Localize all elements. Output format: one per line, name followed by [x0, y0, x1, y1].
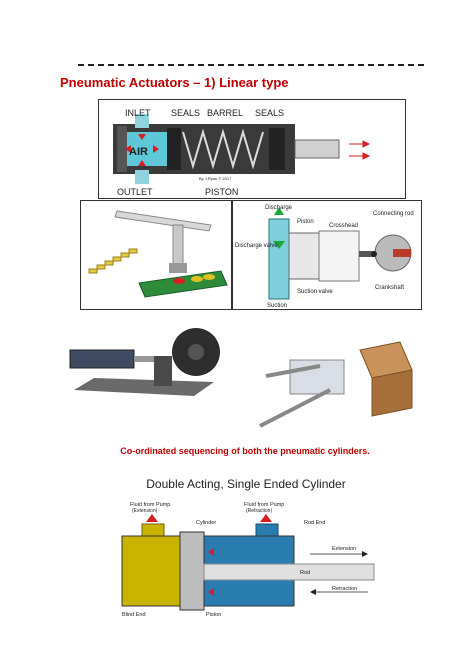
- compressor-piston-label: Piston: [297, 219, 314, 225]
- robot-arm-figure: [80, 200, 232, 310]
- fluid-retraction-sub-label: (Retraction): [246, 508, 272, 514]
- fluid-extension-label: Fluid from Pump: [130, 502, 170, 508]
- air-label: AIR: [129, 146, 148, 158]
- fluid-extension-sub-label: (Extension): [132, 508, 158, 514]
- seals-label-2: SEALS: [255, 108, 284, 118]
- sequencing-caption: Co-ordinated sequencing of both the pneu…: [120, 446, 370, 456]
- discharge-label: Discharge: [265, 205, 293, 211]
- rod-end-label: Rod End: [304, 520, 325, 526]
- cylinder-title: Double Acting, Single Ended Cylinder: [146, 477, 345, 491]
- outlet-label: OUTLET: [117, 187, 153, 197]
- cylinder-piston-label: Piston: [206, 612, 221, 618]
- rod-label: Rod: [300, 570, 310, 576]
- compressor-schematic-figure: Discharge Piston Crosshead Connecting ro…: [232, 200, 422, 310]
- connecting-rod-label: Connecting rod: [373, 211, 414, 217]
- cylinder-label: Cylinder: [196, 520, 216, 526]
- credit-label: By J.Ryan © 2017: [199, 176, 232, 181]
- section-heading: Pneumatic Actuators – 1) Linear type: [60, 75, 289, 90]
- seals-label-1: SEALS: [171, 108, 200, 118]
- retraction-label: Retraction: [332, 586, 357, 592]
- crosshead-label: Crosshead: [329, 223, 358, 229]
- suction-valve-label: Suction valve: [297, 289, 333, 295]
- barrel-label: BARREL: [207, 108, 243, 118]
- piston-label: PISTON: [205, 187, 238, 197]
- cylinder-flywheel-figure: [64, 326, 224, 410]
- discharge-valve-label: Discharge valve: [235, 243, 278, 249]
- inlet-label: INLET: [125, 108, 151, 118]
- extension-label: Extension: [332, 546, 356, 552]
- separator-line: [78, 64, 424, 66]
- double-acting-cylinder-figure: Double Acting, Single Ended Cylinder Flu…: [110, 470, 382, 620]
- crankshaft-label: Crankshaft: [375, 285, 404, 291]
- actuator-cutaway-figure: INLET SEALS BARREL SEALS AIR OUTLET PIST…: [98, 99, 406, 199]
- blind-end-label: Blind End: [122, 612, 146, 618]
- suction-label: Suction: [267, 303, 287, 309]
- fluid-retraction-label: Fluid from Pump: [244, 502, 284, 508]
- cylinder-box-figure: [250, 326, 420, 436]
